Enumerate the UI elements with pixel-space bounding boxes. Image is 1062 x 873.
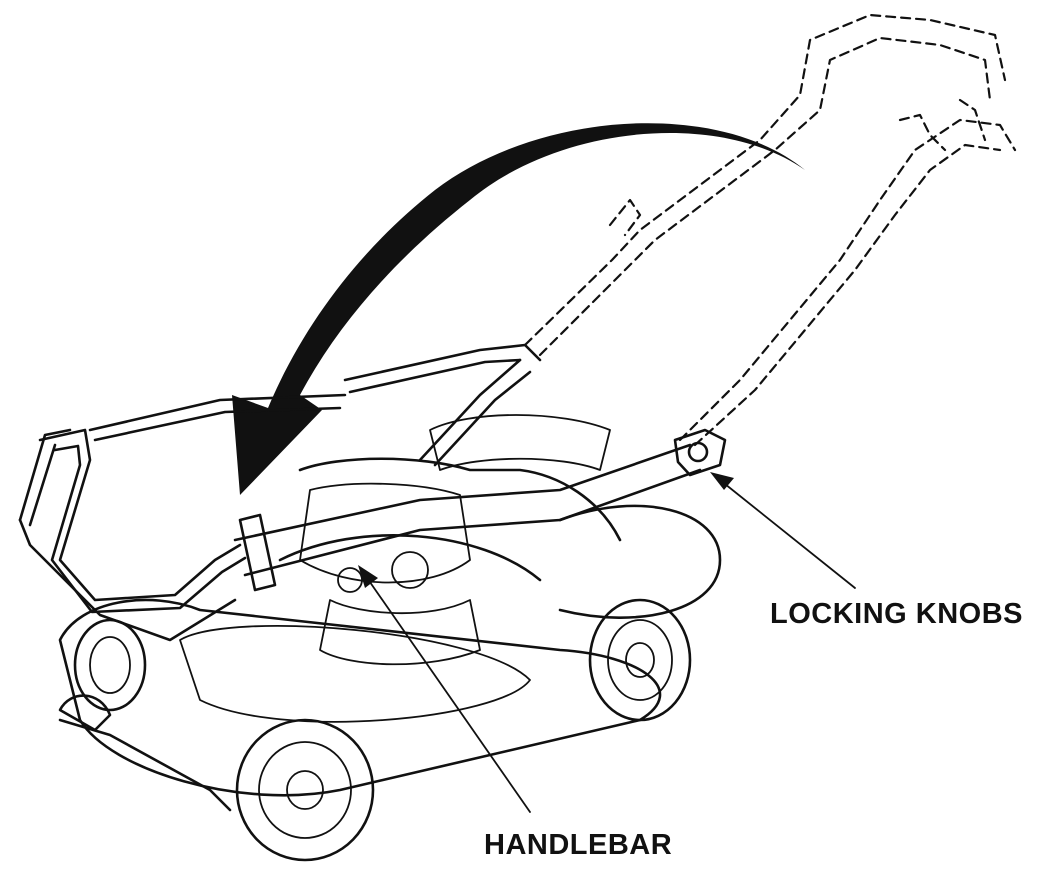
rotation-arrow-icon <box>232 123 805 495</box>
front-wheel <box>235 718 375 862</box>
handlebar-label: HANDLEBAR <box>484 829 673 861</box>
rear-wheel <box>588 598 692 722</box>
mower-engine <box>278 414 722 666</box>
handlebar <box>233 343 702 592</box>
folded-handle-loop <box>18 393 347 642</box>
locking-knob <box>673 428 727 477</box>
side-wheel <box>73 618 147 712</box>
handlebar-upright-ghost <box>523 13 1017 447</box>
locking-knobs-label: LOCKING KNOBS <box>770 598 1023 630</box>
leader-arrow-icon <box>358 472 856 813</box>
